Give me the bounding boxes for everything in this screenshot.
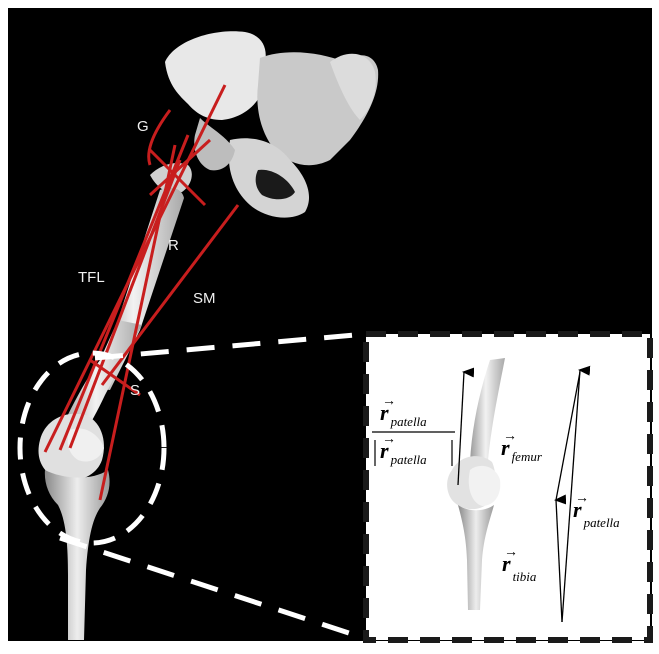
- femur-subscript: femur: [512, 449, 542, 464]
- label-tibia-vector: rtibia: [502, 551, 536, 585]
- patella-subscript: patella: [391, 414, 427, 429]
- label-tfl: TFL: [78, 270, 105, 285]
- r-symbol: r: [573, 497, 582, 522]
- label-sm: SM: [193, 291, 216, 306]
- label-g: G: [137, 119, 149, 134]
- label-r: R: [168, 238, 179, 253]
- r-symbol: r: [380, 438, 389, 463]
- label-s: S: [130, 383, 140, 398]
- patella-subscript: patella: [584, 515, 620, 530]
- inset-panel: [366, 334, 650, 640]
- patella-subscript: patella: [391, 452, 427, 467]
- r-symbol: r: [501, 435, 510, 460]
- r-symbol: r: [380, 400, 389, 425]
- tibia-subscript: tibia: [513, 569, 537, 584]
- label-patella-vector: rpatella: [573, 497, 620, 531]
- r-symbol: r: [502, 551, 511, 576]
